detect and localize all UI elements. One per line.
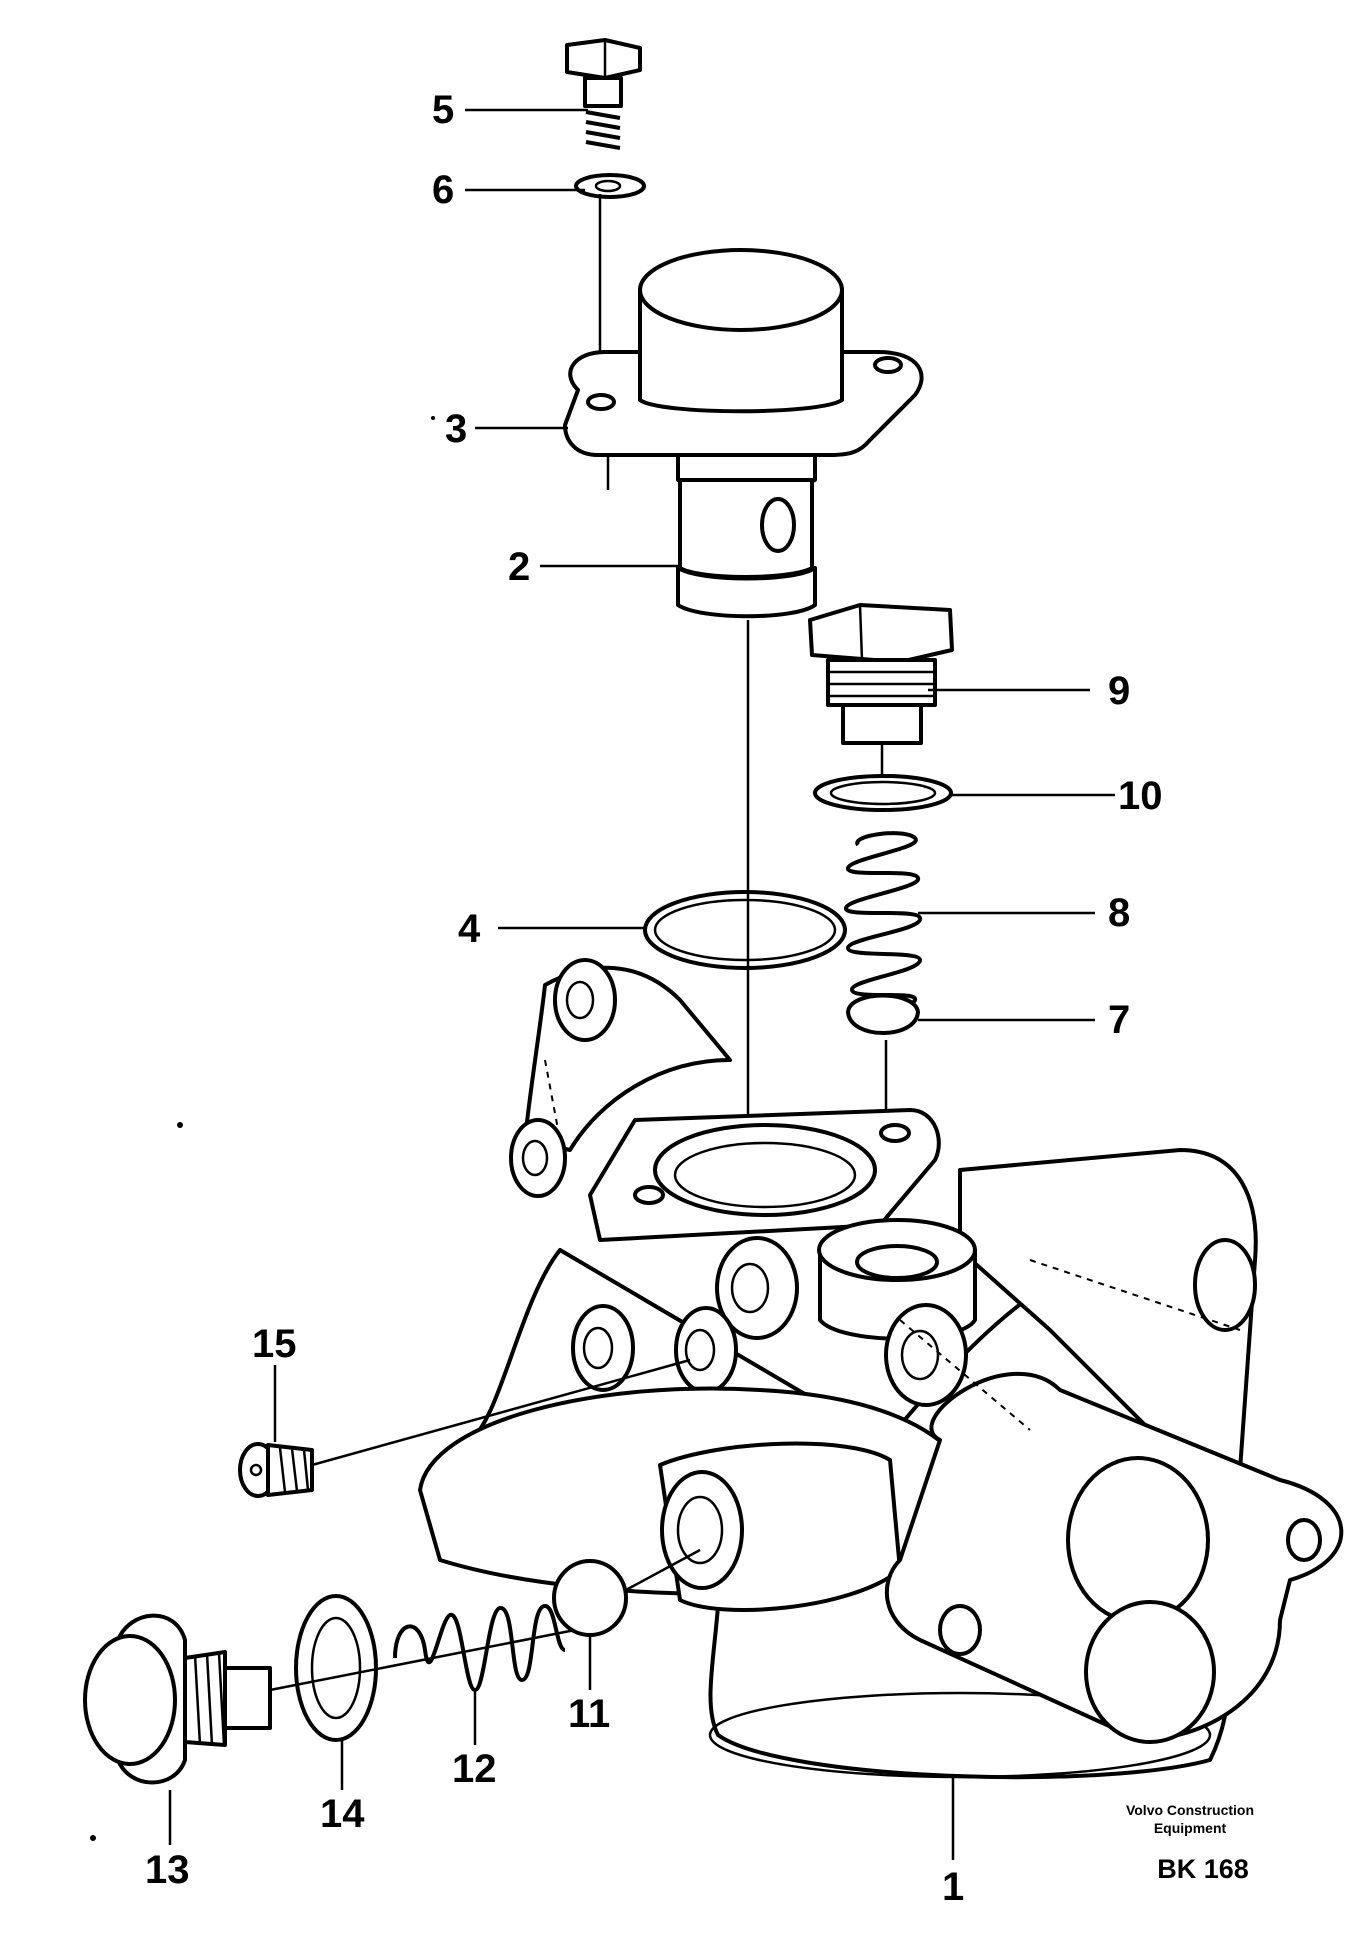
- specks: [90, 416, 435, 1841]
- part-12-spring: [269, 1604, 576, 1692]
- callout-labels: 5 6 3 2 9 10 8 4 7 15 11 12 14 13 1: [145, 88, 1163, 1909]
- callout-13: 13: [145, 1848, 190, 1892]
- part-15-plug: [238, 1358, 691, 1498]
- callout-15: 15: [252, 1322, 297, 1366]
- callout-9: 9: [1108, 669, 1130, 713]
- part-2-sleeve: [676, 478, 817, 1190]
- callout-1: 1: [942, 1865, 964, 1909]
- credit-line-2: Equipment: [1154, 1820, 1227, 1836]
- callout-11: 11: [568, 1692, 610, 1736]
- callout-14: 14: [320, 1792, 365, 1836]
- part-11-ball: [552, 1548, 701, 1637]
- reference-code: BK 168: [1157, 1854, 1249, 1884]
- part-13-plug: [83, 1613, 272, 1785]
- callout-10: 10: [1118, 774, 1163, 818]
- callout-2: 2: [508, 545, 530, 589]
- part-9-plug: [808, 603, 954, 780]
- callout-6: 6: [432, 168, 454, 212]
- part-14-washer: [294, 1594, 378, 1742]
- callout-12: 12: [452, 1747, 497, 1791]
- callout-7: 7: [1108, 998, 1130, 1042]
- part-4-o-ring: [643, 890, 847, 970]
- leader-lines: [168, 108, 1115, 1860]
- callout-4: 4: [458, 907, 481, 951]
- part-8-spring: [843, 831, 922, 1014]
- part-3-cover: [563, 248, 924, 490]
- callout-8: 8: [1108, 891, 1130, 935]
- part-5-bolt: [565, 38, 642, 150]
- credit-line-1: Volvo Construction: [1126, 1802, 1254, 1818]
- callout-5: 5: [432, 88, 454, 132]
- callout-3: 3: [445, 407, 467, 451]
- credit-block: Volvo Construction Equipment BK 168: [1126, 1802, 1254, 1884]
- part-1-housing: [418, 958, 1344, 1780]
- part-10-seal: [813, 774, 953, 812]
